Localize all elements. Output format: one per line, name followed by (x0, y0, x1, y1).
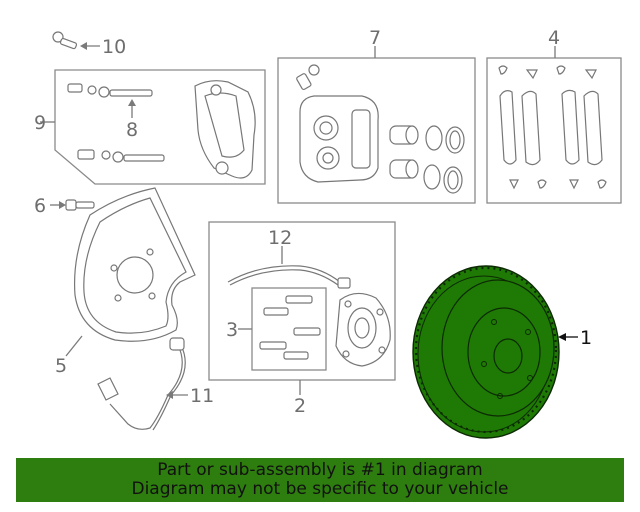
bracket-group-box-9 (40, 69, 266, 185)
callout-3: 3 (226, 319, 238, 341)
callout-5: 5 (55, 355, 67, 377)
banner-line-2: Diagram may not be specific to your vehi… (131, 479, 509, 499)
callout-12: 12 (268, 227, 292, 249)
callout-7: 7 (369, 27, 381, 49)
brake-pads-box-4 (486, 46, 622, 204)
hub-box-2 (208, 221, 396, 395)
info-banner: Part or sub-assembly is #1 in diagram Di… (16, 458, 624, 502)
callout-1: 1 (580, 327, 592, 349)
dust-shield-5 (65, 187, 196, 357)
bolt-10 (52, 31, 100, 50)
callout-2: 2 (294, 395, 306, 417)
callout-4: 4 (548, 27, 560, 49)
callout-6: 6 (34, 195, 46, 217)
callout-11: 11 (190, 385, 214, 407)
callout-9: 9 (34, 112, 46, 134)
caliper-box-7 (277, 46, 476, 204)
banner-line-1: Part or sub-assembly is #1 in diagram (157, 460, 483, 480)
bolt-6 (50, 199, 95, 211)
callout-8: 8 (126, 119, 138, 141)
speed-sensor-11 (97, 337, 188, 431)
brake-rotor-1 (412, 265, 578, 439)
callout-10: 10 (102, 36, 126, 58)
